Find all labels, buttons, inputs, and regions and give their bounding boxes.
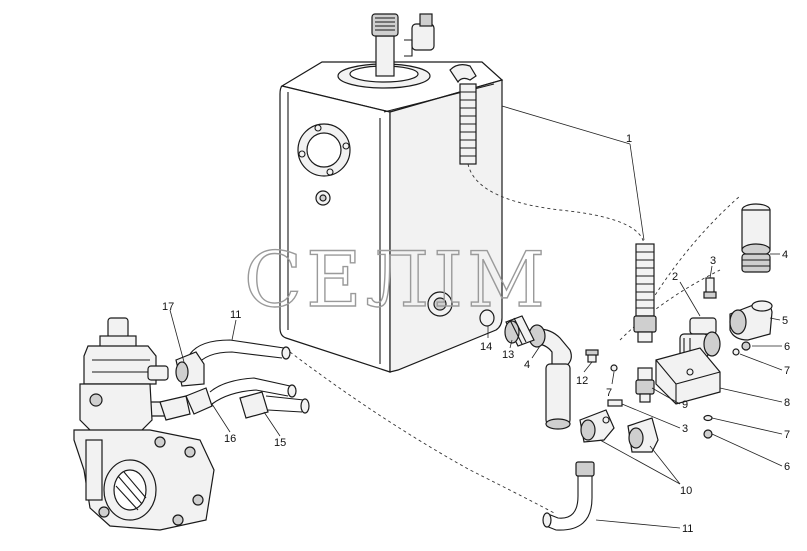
bracket-8	[655, 347, 721, 405]
corrugated-hose	[633, 243, 657, 343]
washer-7	[703, 414, 713, 422]
callout-11: 11	[230, 309, 241, 321]
callout-7: 7	[606, 387, 612, 399]
fitting-10	[627, 417, 659, 453]
nut-6	[703, 429, 713, 439]
callout-16: 16	[224, 433, 236, 445]
leader-lines	[169, 105, 783, 529]
callout-labels: 1 2 3 4 5 6 7 8 9 3 7 6 10 11 12 7 4 13 …	[162, 133, 790, 535]
callout-8: 8	[784, 397, 790, 409]
callout-2: 2	[672, 271, 678, 283]
callout-15: 15	[274, 437, 286, 449]
callout-3: 3	[710, 255, 716, 267]
callout-13: 13	[502, 349, 514, 361]
hidden-hose-line	[467, 163, 645, 245]
callout-4: 4	[782, 249, 788, 261]
callout-7: 7	[784, 429, 790, 441]
tank-return-hose	[449, 64, 477, 165]
nut-6	[741, 341, 751, 351]
callout-5: 5	[782, 315, 788, 327]
callout-1: 1	[626, 133, 632, 145]
watermark-text: СЕЛІМ	[244, 235, 549, 324]
callout-11: 11	[682, 523, 693, 535]
small-bolt-3	[703, 277, 717, 299]
hose-fitting-4	[741, 203, 771, 273]
stud-3	[607, 399, 623, 407]
nipple-13	[504, 315, 535, 347]
hose-15	[239, 391, 310, 419]
callout-3: 3	[682, 423, 688, 435]
hidden-hose-line	[651, 195, 741, 301]
hose-16	[159, 377, 297, 421]
pipe-11	[189, 339, 291, 367]
callout-6: 6	[784, 461, 790, 473]
callout-17: 17	[162, 301, 174, 313]
callout-4: 4	[524, 359, 530, 371]
adapter-9	[635, 367, 655, 403]
hidden-hose-line	[289, 351, 557, 515]
fitting-10	[579, 409, 615, 443]
callout-12: 12	[576, 375, 588, 387]
callout-6: 6	[784, 341, 790, 353]
callout-7: 7	[784, 365, 790, 377]
callout-14: 14	[480, 341, 492, 353]
elbow-fitting-5	[729, 300, 773, 341]
hidden-hose-line	[619, 269, 721, 341]
callout-10: 10	[680, 485, 692, 497]
fitting-17	[175, 351, 205, 387]
pipe-11	[542, 461, 595, 531]
washer-7	[732, 348, 740, 356]
callout-9: 9	[682, 399, 688, 411]
washer-7	[610, 364, 618, 372]
elbow-fitting-4	[528, 324, 572, 430]
bolt-12	[585, 349, 599, 363]
